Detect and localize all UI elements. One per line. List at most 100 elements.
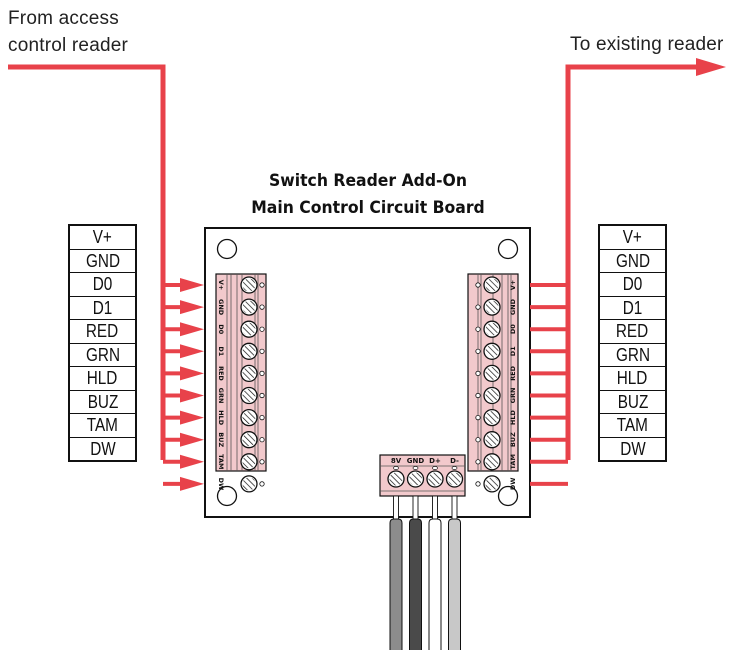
bottom-terminal-block: 8V GND D+ D- [379, 454, 466, 497]
pin-label: TAM [616, 415, 649, 435]
test-point [451, 466, 458, 470]
board-title-line1: Switch Reader Add-On [268, 171, 467, 191]
terminal-label: HLD [509, 410, 517, 426]
screw-slot [389, 472, 403, 486]
pin-cell-dw: DW [70, 438, 135, 461]
pin-cell-d1: D1 [70, 297, 135, 320]
screw-slot [409, 472, 422, 486]
pin-label: V+ [92, 227, 113, 247]
test-point [475, 481, 481, 487]
left-input-arrows [163, 278, 204, 491]
test-point [259, 392, 265, 399]
mount-hole-top-left [216, 238, 238, 260]
screw-slot [485, 455, 499, 469]
wire-conductor [393, 495, 399, 521]
pin-label: RED [616, 321, 649, 341]
input-arrow-icon [180, 432, 204, 447]
terminal-label: DW [217, 478, 225, 491]
screw-slot [485, 322, 499, 336]
test-point [475, 370, 481, 376]
test-point [475, 304, 481, 310]
test-point [475, 326, 481, 332]
test-point [259, 304, 265, 310]
input-arrow-icon [180, 344, 204, 359]
test-point [412, 466, 419, 470]
from-reader-line1: From access [8, 8, 119, 29]
pin-label: V+ [622, 227, 643, 247]
terminal-label: V+ [509, 280, 517, 290]
input-arrow-icon [180, 454, 204, 469]
wire-insulation [389, 518, 403, 650]
terminal-label: D0 [217, 324, 225, 334]
test-point [393, 466, 399, 470]
input-arrow-icon [180, 322, 204, 337]
pin-label: DW [89, 438, 116, 459]
input-arrow-icon [180, 300, 204, 315]
pin-label: GRN [85, 344, 120, 365]
test-point [259, 348, 265, 354]
test-point [475, 437, 481, 443]
pin-label: DW [619, 438, 646, 459]
pin-cell-hld: HLD [70, 367, 135, 391]
test-point [475, 414, 481, 421]
screw-slot [242, 366, 256, 380]
board-title-line2: Main Control Circuit Board [251, 198, 485, 218]
screw-slot [242, 477, 256, 491]
terminal-label: GRN [217, 388, 225, 404]
pin-label: D1 [622, 297, 643, 318]
wire-insulation [409, 518, 422, 650]
pin-cell-tam: TAM [600, 414, 665, 438]
screw-slot [242, 344, 256, 358]
input-arrow-icon [180, 278, 204, 292]
pin-label: BUZ [617, 391, 648, 412]
terminal-label: GND [407, 457, 425, 465]
pin-label: HLD [617, 368, 648, 388]
pin-label: D1 [92, 297, 113, 318]
screw-slot [485, 278, 499, 292]
terminal-label: D- [450, 457, 459, 465]
test-point [432, 466, 438, 470]
input-arrow-icon [180, 410, 204, 425]
test-point [259, 459, 265, 465]
pin-cell-d1: D1 [600, 297, 665, 320]
terminal-label: RED [217, 366, 225, 381]
terminal-label: DW [509, 478, 517, 491]
test-point [259, 481, 265, 487]
terminal-label: TAM [217, 454, 225, 469]
terminal-label: 8V [391, 457, 402, 465]
pin-label: TAM [86, 415, 119, 435]
from-reader-line2: control reader [8, 35, 129, 56]
screw-slot [428, 472, 442, 486]
output-arrow-icon [696, 58, 726, 76]
terminal-label: TAM [509, 454, 517, 469]
screw-slot [242, 411, 256, 425]
right-output-leads [530, 283, 568, 486]
screw-slot [242, 389, 256, 402]
input-arrow-icon [180, 476, 204, 491]
screw-slot [242, 300, 256, 314]
input-arrow-icon [180, 366, 204, 381]
pin-label: GRN [615, 344, 650, 365]
pin-cell-grn: GRN [600, 344, 665, 367]
pin-label: GND [615, 250, 650, 271]
terminal-label: V+ [217, 280, 225, 290]
pin-cell-gnd: GND [600, 250, 665, 273]
test-point [475, 459, 481, 465]
pin-cell-red: RED [70, 320, 135, 344]
screw-slot [485, 366, 499, 380]
test-point [475, 392, 481, 399]
terminal-label: RED [509, 365, 517, 380]
pin-label: RED [86, 321, 119, 341]
terminal-label: D+ [429, 457, 441, 465]
screw-slot [485, 300, 499, 314]
test-point [259, 370, 265, 376]
terminal-label: BUZ [217, 432, 225, 447]
pin-cell-buz: BUZ [70, 391, 135, 414]
mount-hole-top-right [497, 238, 519, 260]
screw-slot [485, 433, 499, 447]
pin-cell-buz: BUZ [600, 391, 665, 414]
test-point [475, 348, 481, 354]
screw-slot [485, 411, 499, 425]
